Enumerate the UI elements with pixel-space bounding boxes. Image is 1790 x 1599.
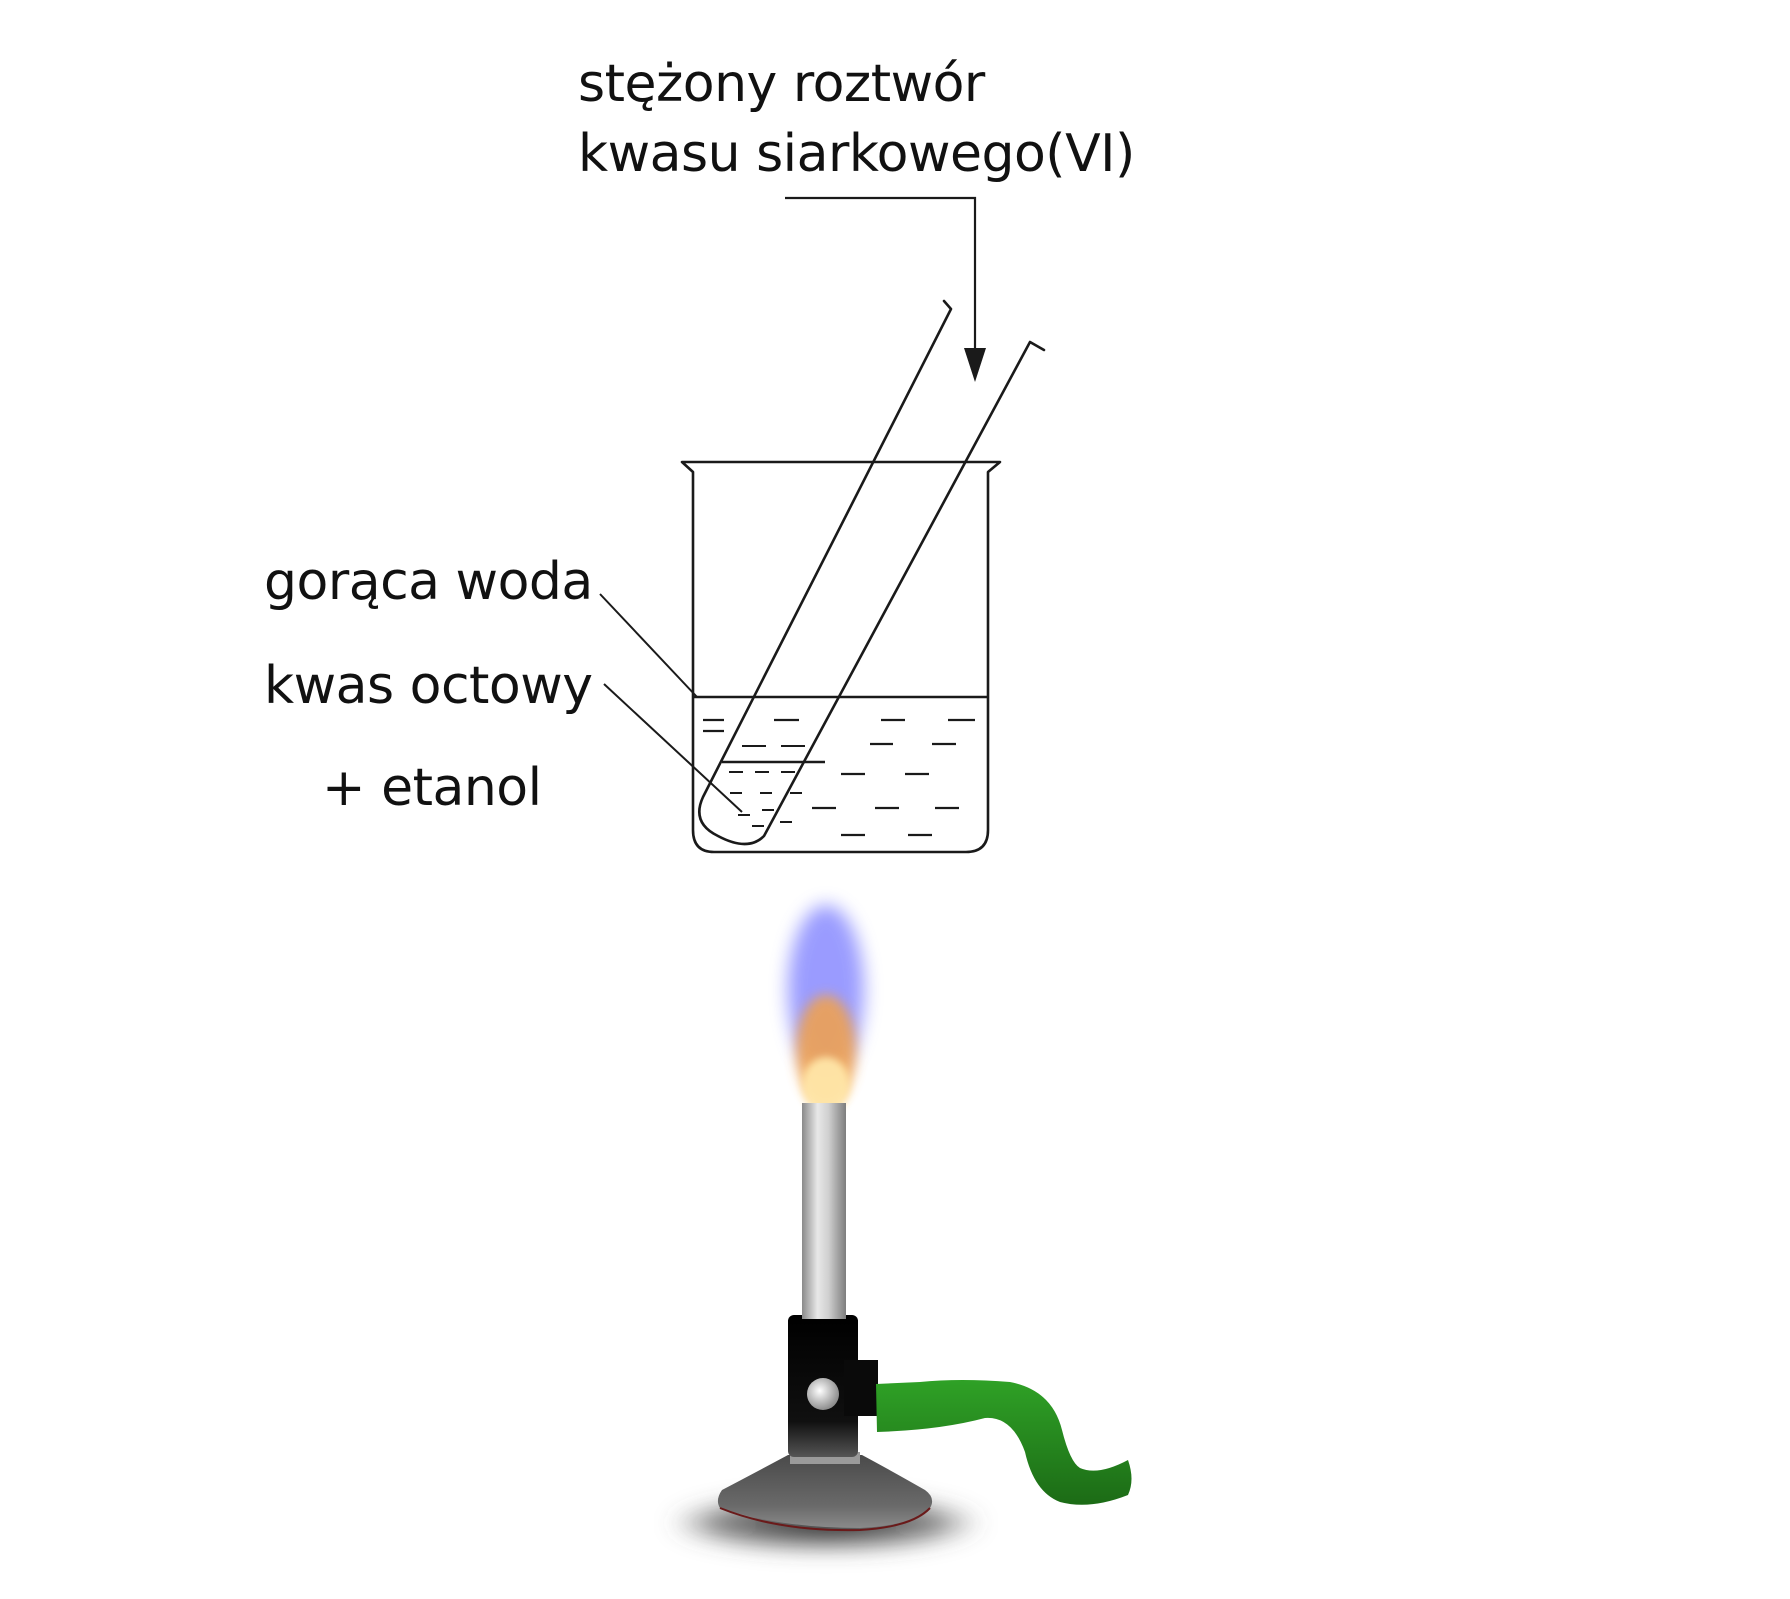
burner-base [717,1455,933,1528]
acid-pointer-arrowhead [964,348,986,382]
acetic-acid-pointer [603,683,743,813]
flame-core [802,1057,850,1113]
tube-liquid-dashes [729,745,805,827]
acid-label-line-1: stężony roztwór [578,54,985,114]
burner-barrel [802,1103,846,1319]
ethanol-label: + etanol [322,758,542,818]
acetic-acid-label: kwas octowy [264,656,593,716]
test-tube [698,299,1046,846]
gas-hose [876,1380,1132,1505]
acid-pointer [785,196,977,355]
acid-label-line-2: kwasu siarkowego(VI) [578,124,1135,184]
hot-water-label: gorąca woda [264,552,593,612]
hot-water-pointer [599,593,698,698]
hot-water-dashes [703,718,975,837]
bunsen-burner [666,1103,1132,1553]
air-regulator-screw [807,1378,839,1410]
flame [788,905,864,1113]
beaker [680,460,1002,854]
label-pointers [599,593,743,813]
